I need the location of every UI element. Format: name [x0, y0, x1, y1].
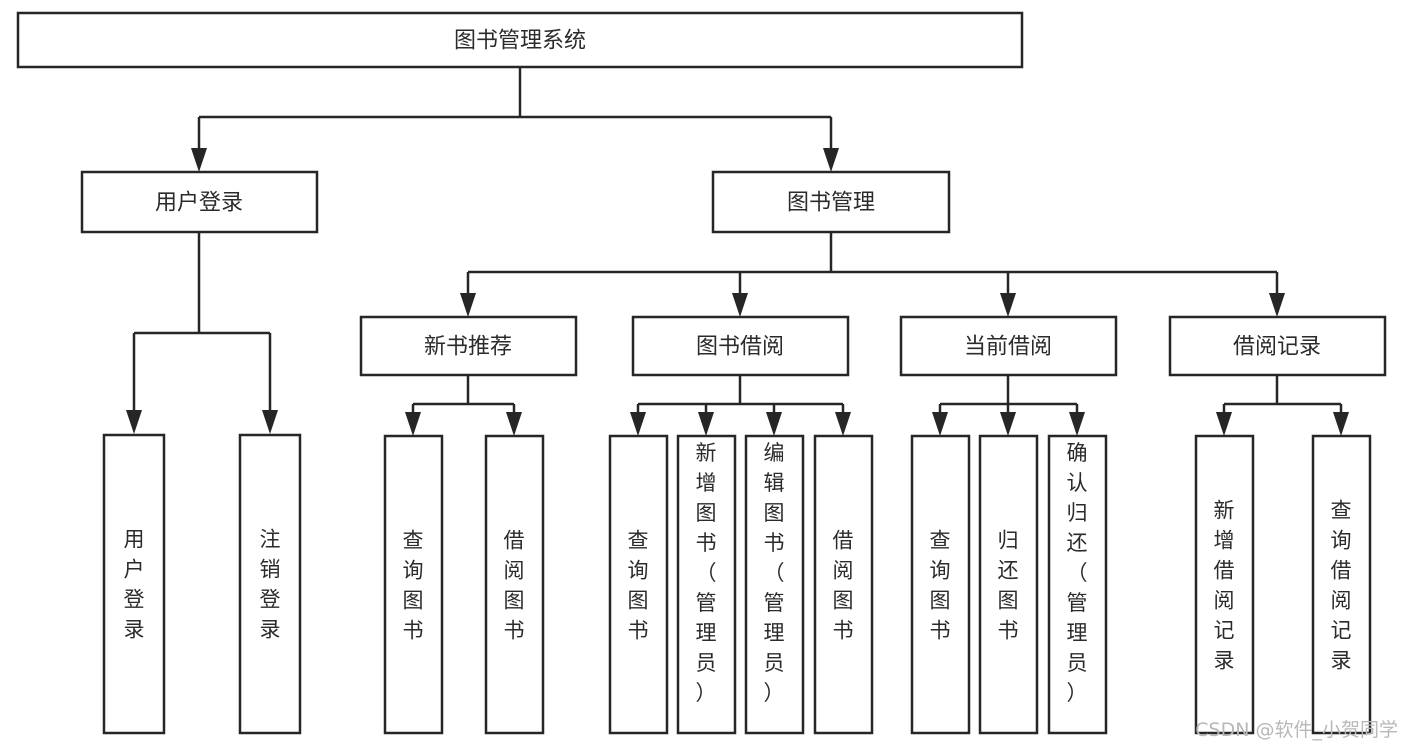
node-leaf-edit-book-admin-label: 编辑图书（管理员） [764, 441, 785, 705]
node-root-label: 图书管理系统 [454, 29, 586, 54]
node-user-login-box[interactable] [80, 170, 319, 234]
node-leaf-query-book-3-label: 查询图书 [930, 529, 951, 643]
node-leaf-borrow-book-2[interactable]: 借阅图书 [813, 434, 874, 735]
node-leaf-add-book-admin[interactable]: 新增图书（管理员） [676, 434, 737, 735]
arrow-head-leaf-query-book-2-icon [630, 412, 646, 436]
node-leaf-borrow-book-2-box[interactable] [813, 434, 874, 735]
arrow-head-leaf-query-book-1-icon [405, 412, 421, 436]
arrow-head-leaf-query-book-3-icon [932, 412, 948, 436]
connector-layer [126, 67, 1349, 436]
node-book-borrow[interactable]: 图书借阅 [631, 315, 850, 377]
node-book-management-box[interactable] [711, 170, 951, 234]
arrow-head-leaf-add-book-admin-icon [698, 412, 714, 436]
node-leaf-return-book-box[interactable] [978, 434, 1039, 735]
node-leaf-borrow-book-1-label: 借阅图书 [504, 529, 525, 643]
arrow-head-leaf-borrow-book-1-icon [506, 412, 522, 436]
node-leaf-add-borrow-record-box[interactable] [1194, 434, 1255, 735]
node-leaf-query-book-2-label: 查询图书 [628, 529, 649, 643]
node-leaf-query-borrow-record-label: 查询借阅记录 [1331, 499, 1352, 673]
node-user-login-label: 用户登录 [155, 191, 243, 216]
arrow-head-current-borrow-icon [1000, 293, 1016, 317]
node-current-borrow[interactable]: 当前借阅 [899, 315, 1118, 377]
arrow-head-book-borrow-icon [732, 293, 748, 317]
node-book-management-label: 图书管理 [787, 191, 875, 216]
node-leaf-borrow-book-1[interactable]: 借阅图书 [484, 434, 545, 735]
node-leaf-logout-login-box[interactable] [238, 433, 302, 735]
node-user-login[interactable]: 用户登录 [80, 170, 319, 234]
node-leaf-add-borrow-record[interactable]: 新增借阅记录 [1194, 434, 1255, 735]
node-leaf-add-book-admin-label: 新增图书（管理员） [696, 441, 717, 705]
node-leaf-query-book-1[interactable]: 查询图书 [383, 434, 444, 735]
arrow-head-leaf-return-book-icon [1000, 412, 1016, 436]
node-borrow-record[interactable]: 借阅记录 [1168, 315, 1387, 377]
node-leaf-query-book-2-box[interactable] [608, 434, 669, 735]
node-current-borrow-box[interactable] [899, 315, 1118, 377]
node-leaf-query-book-1-box[interactable] [383, 434, 444, 735]
node-leaf-edit-book-admin[interactable]: 编辑图书（管理员） [744, 434, 805, 735]
node-leaf-logout-login[interactable]: 注销登录 [238, 433, 302, 735]
node-leaf-query-book-3-box[interactable] [910, 434, 971, 735]
node-leaf-query-book-2[interactable]: 查询图书 [608, 434, 669, 735]
node-root[interactable]: 图书管理系统 [16, 11, 1024, 69]
node-new-book-recommend-box[interactable] [359, 315, 578, 377]
node-leaf-add-book-admin-box[interactable] [676, 434, 737, 735]
node-leaf-return-book[interactable]: 归还图书 [978, 434, 1039, 735]
node-book-borrow-label: 图书借阅 [696, 335, 784, 360]
node-leaf-user-login-box[interactable] [102, 433, 166, 735]
arrow-head-user-login-icon [191, 148, 207, 172]
arrow-head-borrow-record-icon [1269, 293, 1285, 317]
arrow-head-new-book-recommend-icon [460, 293, 476, 317]
arrow-head-leaf-query-borrow-record-icon [1333, 412, 1349, 436]
arrow-head-leaf-edit-book-admin-icon [766, 412, 782, 436]
node-leaf-borrow-book-2-label: 借阅图书 [833, 529, 854, 643]
node-leaf-query-book-3[interactable]: 查询图书 [910, 434, 971, 735]
node-leaf-user-login[interactable]: 用户登录 [102, 433, 166, 735]
node-leaf-add-borrow-record-label: 新增借阅记录 [1214, 499, 1235, 673]
arrow-head-leaf-confirm-return-admin-icon [1069, 412, 1085, 436]
node-leaf-return-book-label: 归还图书 [998, 529, 1019, 643]
arrow-head-leaf-borrow-book-2-icon [835, 412, 851, 436]
arrow-head-book-management-icon [823, 148, 839, 172]
node-leaf-logout-login-label: 注销登录 [260, 528, 281, 642]
node-leaf-confirm-return-admin[interactable]: 确认归还（管理员） [1047, 434, 1108, 735]
node-current-borrow-label: 当前借阅 [964, 335, 1052, 360]
node-book-management[interactable]: 图书管理 [711, 170, 951, 234]
node-borrow-record-label: 借阅记录 [1233, 335, 1321, 360]
node-leaf-query-borrow-record[interactable]: 查询借阅记录 [1311, 434, 1372, 735]
node-book-borrow-box[interactable] [631, 315, 850, 377]
node-leaf-edit-book-admin-box[interactable] [744, 434, 805, 735]
node-leaf-query-book-1-label: 查询图书 [403, 529, 424, 643]
node-new-book-recommend[interactable]: 新书推荐 [359, 315, 578, 377]
node-leaf-confirm-return-admin-box[interactable] [1047, 434, 1108, 735]
node-leaf-borrow-book-1-box[interactable] [484, 434, 545, 735]
node-leaf-confirm-return-admin-label: 确认归还（管理员） [1067, 441, 1088, 705]
arrow-head-leaf-user-login-icon [126, 410, 142, 434]
arrow-head-leaf-logout-login-icon [262, 410, 278, 434]
node-root-box[interactable] [16, 11, 1024, 69]
csdn-watermark: CSDN @软件_小贺同学 [1195, 719, 1398, 741]
node-leaf-query-borrow-record-box[interactable] [1311, 434, 1372, 735]
node-new-book-recommend-label: 新书推荐 [424, 335, 512, 360]
node-leaf-user-login-label: 用户登录 [124, 528, 145, 642]
node-borrow-record-box[interactable] [1168, 315, 1387, 377]
arrow-head-leaf-add-borrow-record-icon [1216, 412, 1232, 436]
